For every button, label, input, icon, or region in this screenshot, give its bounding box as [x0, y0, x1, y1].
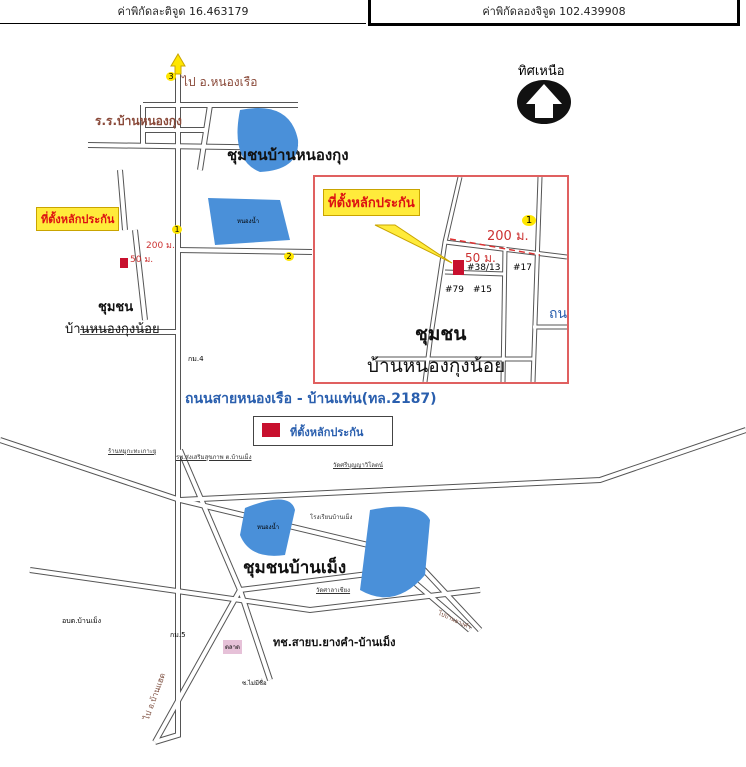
label-market: ตลาด	[223, 640, 242, 654]
inset-marker-1: 1	[522, 215, 536, 226]
legend-label: ที่ตั้งหลักประกัน	[290, 426, 364, 439]
label-dist-200: 200 ม.	[146, 241, 175, 251]
label-school-nong-kung: ร.ร.บ้านหนองกุง	[95, 114, 182, 128]
label-community-meng: ชุมชนบ้านเม็ง	[243, 558, 347, 578]
label-sao: อบต.บ้านเม็ง	[62, 617, 102, 625]
label-to-nong-ruea: ไป อ.หนองเรือ	[182, 75, 258, 89]
inset-road-fragment: ถน	[549, 306, 568, 322]
label-pond: หนองน้ำ	[237, 218, 260, 225]
label-road-yangkham: ทช.สายบ.ยางคำ-บ้านเม็ง	[273, 636, 396, 649]
marker-3: 3	[166, 72, 176, 81]
legend: ที่ตั้งหลักประกัน	[253, 416, 393, 446]
label-temple2: วัดศาลาเชียง	[316, 587, 351, 594]
longitude-cell: ค่าพิกัดลองจิจูด 102.439908	[368, 0, 740, 26]
property-marker	[120, 258, 128, 268]
house-15: #15	[473, 285, 492, 295]
inset-map: ที่ตั้งหลักประกัน 200 ม. 50 ม. 1 #38/13 …	[313, 175, 569, 384]
label-soi: ซ.ไม่มีชื่อ	[242, 680, 267, 687]
label-shop: ร้านหมูกะทะเกาะยู	[108, 448, 157, 455]
label-main-road: ถนนสายหนองเรือ - บ้านแท่น(ทล.2187)	[185, 391, 437, 407]
up-arrow-icon	[170, 53, 186, 75]
house-17: #17	[513, 263, 532, 273]
inset-community-2: บ้านหนองกุงน้อย	[367, 355, 506, 377]
callout-property: ที่ตั้งหลักประกัน	[36, 207, 120, 231]
label-community-1: ชุมชน	[98, 300, 134, 315]
inset-callout: ที่ตั้งหลักประกัน	[323, 189, 420, 216]
label-km5: กม.5	[170, 631, 186, 639]
map-roads	[0, 53, 746, 745]
inset-dist-50: 50 ม.	[465, 251, 496, 265]
label-community-2: บ้านหนองกุงน้อย	[65, 322, 160, 337]
house-79: #79	[445, 285, 464, 295]
pond-large	[360, 506, 430, 598]
inset-property-marker	[453, 260, 464, 275]
label-community-nong-kung: ชุมชนบ้านหนองกุง	[227, 146, 349, 164]
inset-community-1: ชุมชน	[415, 323, 467, 345]
pond-meng	[240, 499, 295, 556]
pond-north	[237, 108, 299, 172]
legend-swatch	[262, 423, 280, 437]
label-km4: กม.4	[188, 355, 204, 363]
coordinate-table: ค่าพิกัดละติจูด 16.463179 ค่าพิกัดลองจิจ…	[0, 0, 746, 26]
marker-1: 1	[172, 225, 182, 234]
north-label: ทิศเหนือ	[518, 64, 565, 79]
label-school-meng: โรงเรียนบ้านเม็ง	[310, 514, 353, 521]
location-map: ทิศเหนือ ไป อ.หนองเรือ ร.ร.บ้านหนองกุง ช…	[0, 30, 746, 767]
north-arrow-icon	[517, 80, 571, 124]
label-dist-50: 50 ม.	[130, 255, 154, 265]
inset-dist-200: 200 ม.	[487, 229, 529, 244]
north-indicator: ทิศเหนือ	[514, 60, 574, 130]
inset-roads	[374, 177, 567, 382]
marker-2: 2	[284, 252, 294, 261]
label-hospital: รพ.ส่งเสริมสุขภาพ ต.บ้านเม็ง	[176, 454, 252, 461]
latitude-cell: ค่าพิกัดละติจูด 16.463179	[0, 0, 366, 24]
pond-middle	[208, 198, 290, 245]
house-38-13: #38/13	[467, 263, 501, 273]
label-temple1: วัดศรีบุญญาวิโลตน์	[333, 462, 383, 469]
label-pond2: หนองน้ำ	[257, 524, 280, 531]
